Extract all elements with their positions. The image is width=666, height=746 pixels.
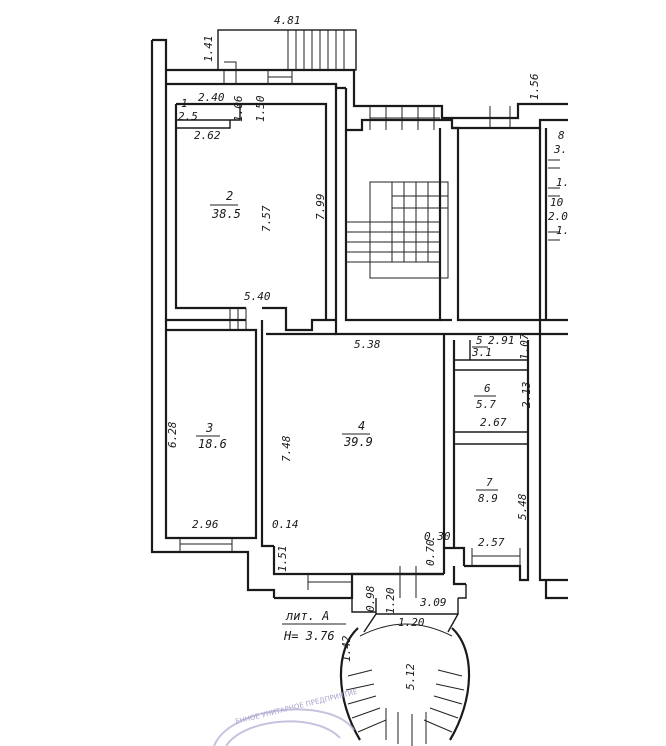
dim-top-porch: 4.81 [274,14,301,27]
partial-label-2: 3. [553,143,567,156]
dim-r6-bottom: 2.67 [480,416,507,429]
dim-r7-height: 5.48 [516,493,529,520]
window-openings [179,159,560,598]
room-6-area: 5.7 [476,398,496,411]
stamp-seal: ЕННОЕ УНИТАРНОЕ ПРЕДПРИЯТИЕ [213,688,359,746]
dim-r2-height: 7.57 [260,205,273,232]
stamp-text: ЕННОЕ УНИТАРНОЕ ПРЕДПРИЯТИЕ [235,688,359,726]
partial-label-1: 8 [558,129,565,142]
room-1-number: 1 [181,97,188,110]
partial-label-3: 1. [556,176,569,189]
dim-right-top: 1.56 [528,73,541,100]
dim-vestibule-c: 1.20 [398,616,425,629]
dim-r1-bottom: 2.62 [194,129,221,142]
dim-r4-height: 7.48 [280,435,293,462]
dim-corridor-height: 7.99 [314,194,327,221]
dim-r3-bottom: 2.96 [192,518,219,531]
dim-r2-bottom: 5.40 [244,290,271,303]
room-4-number: 4 [358,419,365,433]
dim-porch-side: 1.41 [202,36,215,63]
room-2-area: 38.5 [211,207,241,221]
dim-r1-width: 2.40 [198,91,225,104]
dim-r2-top: 1.50 [254,95,267,122]
room-1-area: 2.5 [178,110,198,123]
partial-label-6: 1. [556,224,569,237]
dim-r3-height: 6.28 [166,421,179,448]
partial-label-4: 10 [550,196,564,209]
stairs-top-porch [217,29,357,84]
dim-r5-width: 2.91 [488,334,515,347]
room-labels: 1 2.5 2 38.5 3 18.6 4 39.9 5 3.1 6 5.7 7… [178,97,498,505]
room-6-number: 6 [484,382,491,395]
liter-label: лит. А [285,609,329,623]
room-5-area: 3.1 [471,346,492,359]
dim-corner-a: 0.30 [424,530,451,543]
stairwell [346,106,511,279]
room-3-area: 18.6 [198,437,227,451]
dim-stair-left: 1.42 [340,635,353,662]
curved-staircase [339,613,471,746]
dim-entry-left: 1.51 [276,546,289,573]
room-7-number: 7 [486,476,493,489]
partial-label-5: 2.0 [548,210,568,223]
room-3-number: 3 [205,421,213,435]
room-2-number: 2 [226,189,233,203]
dim-vestibule-a: 0.98 [364,585,377,612]
room-5-number: 5 [476,334,483,347]
height-label: Н= 3.76 [283,629,335,643]
dim-vestibule-b: 1.20 [384,587,397,614]
dim-vestibule-d: 3.09 [419,596,447,609]
dim-corner-b: 0.70 [424,539,437,566]
dim-wall-thickness: 0.14 [272,518,299,531]
dim-r7-bottom: 2.57 [478,536,505,549]
dim-r5-height: 1.07 [518,333,531,360]
room-4-area: 39.9 [343,435,373,449]
dimension-labels: 4.81 1.41 2.40 1.06 1.50 2.62 7.57 7.99 … [166,14,569,690]
dim-stair-arc: 5.12 [404,663,417,690]
dim-r1-height: 1.06 [232,95,245,122]
room-7-area: 8.9 [478,492,498,505]
dim-r6-height: 2.13 [520,382,533,409]
title-block: лит. А Н= 3.76 [282,609,346,643]
outer-walls [150,38,568,615]
dim-r4-top: 5.38 [354,338,381,351]
